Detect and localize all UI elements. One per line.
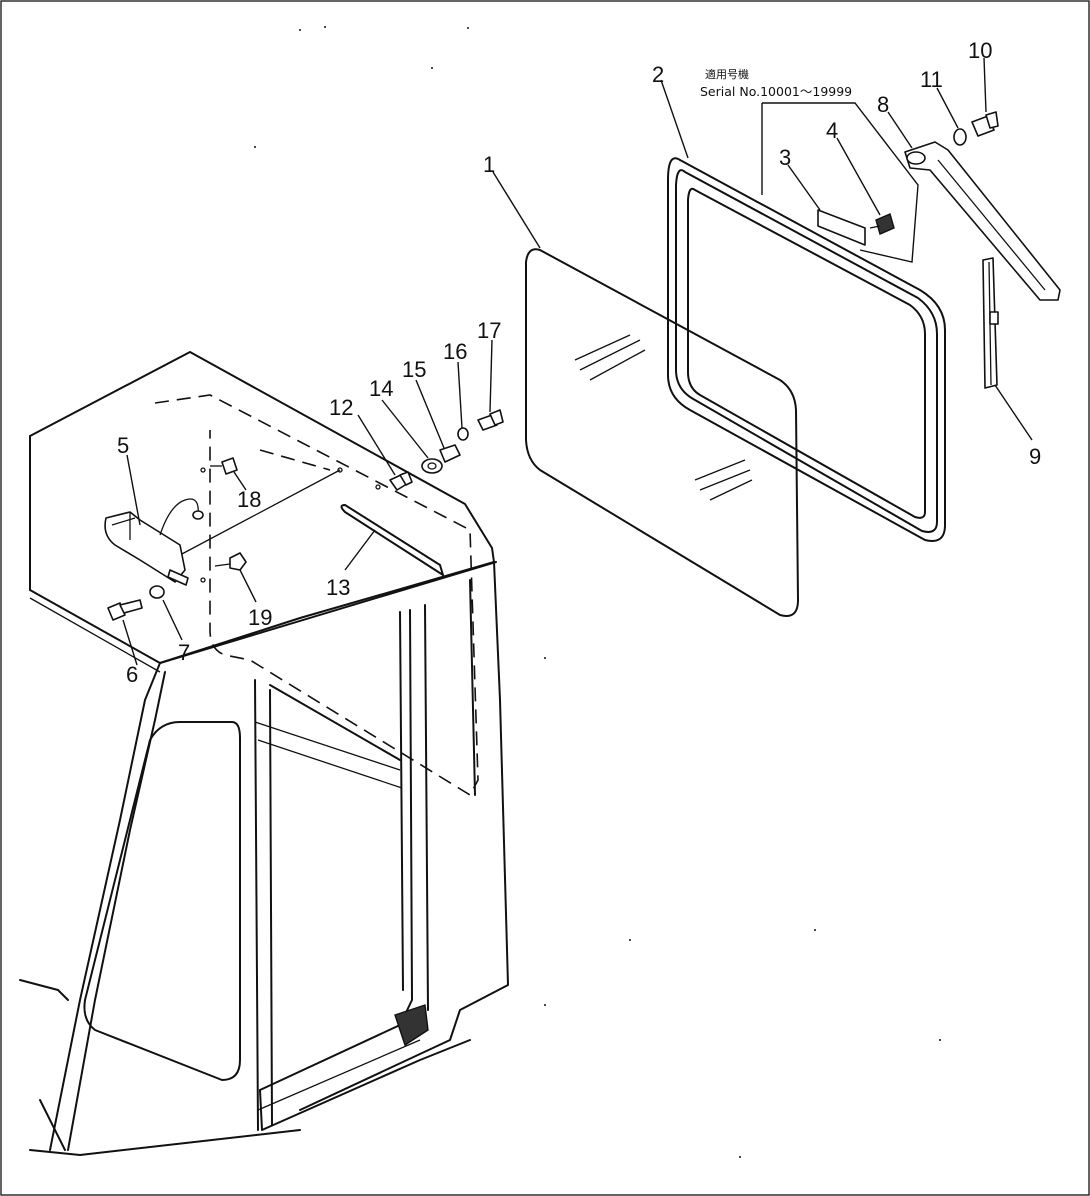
callout-18: 18 xyxy=(237,487,261,512)
part-10-bolt xyxy=(971,111,999,137)
part-9-wiper-blade xyxy=(982,257,999,389)
callout-19: 19 xyxy=(248,605,272,630)
part-7-washer xyxy=(149,585,165,599)
part-5-wiper-motor xyxy=(104,498,204,586)
callout-6: 6 xyxy=(126,662,138,687)
part-19-nut xyxy=(214,552,247,571)
part-8-wiper-arm xyxy=(904,141,1061,301)
serial-note: 適用号機 Serial No.10001～19999 xyxy=(700,67,852,99)
callout-7: 7 xyxy=(178,640,190,665)
part-1-glass xyxy=(525,248,799,617)
part-4-bolt xyxy=(875,213,895,235)
serial-note-range: Serial No.10001～19999 xyxy=(700,84,852,99)
callout-2: 2 xyxy=(652,62,664,87)
callout-8: 8 xyxy=(877,92,889,117)
part-6-bolt xyxy=(107,599,143,621)
callout-14: 14 xyxy=(369,376,393,401)
callout-3: 3 xyxy=(779,145,791,170)
callout-labels: 1 2 3 4 5 6 7 8 9 10 11 12 13 14 15 16 1… xyxy=(117,38,1041,687)
callout-15: 15 xyxy=(402,357,426,382)
serial-note-jp: 適用号機 xyxy=(705,67,749,81)
cab-body xyxy=(19,351,509,1156)
part-16-bolt xyxy=(477,409,504,431)
callout-17: 17 xyxy=(477,318,501,343)
part-18-bolt xyxy=(210,457,238,475)
callout-4: 4 xyxy=(826,118,838,143)
callout-9: 9 xyxy=(1029,444,1041,469)
serial-inset-bracket xyxy=(761,102,919,263)
part-12-stud xyxy=(389,471,413,491)
part-15-gasket xyxy=(439,444,461,463)
callout-11: 11 xyxy=(920,67,943,92)
part-3-plate xyxy=(817,209,866,246)
callout-10: 10 xyxy=(968,38,992,63)
part-11-washer xyxy=(953,128,967,146)
callout-13: 13 xyxy=(326,575,350,600)
leader-lines xyxy=(122,57,1033,666)
part-2-window-seal xyxy=(667,157,946,542)
callout-16: 16 xyxy=(443,339,467,364)
scan-specks xyxy=(254,26,941,1158)
callout-5: 5 xyxy=(117,433,129,458)
callout-12: 12 xyxy=(329,395,353,420)
part-17-washer xyxy=(457,427,469,441)
part-14-washer xyxy=(421,458,443,474)
callout-1: 1 xyxy=(483,152,495,177)
